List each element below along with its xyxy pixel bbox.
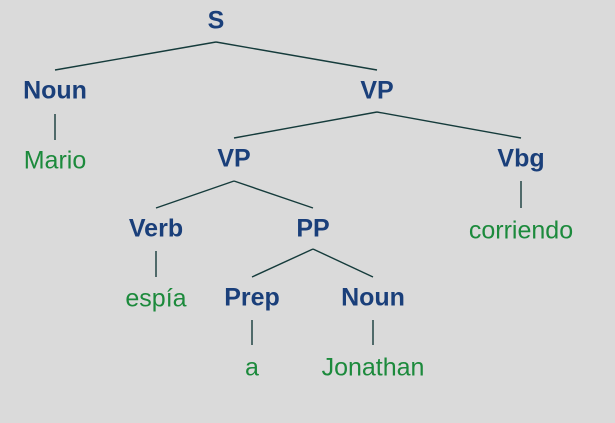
node-espia: espía <box>125 285 186 313</box>
edge-vp1-vp2 <box>233 111 378 139</box>
node-noun2: Noun <box>341 284 405 312</box>
node-s: S <box>208 7 225 35</box>
edge-s-noun1 <box>54 41 217 71</box>
edge-layer <box>54 41 522 345</box>
node-pp: PP <box>296 215 329 243</box>
edge-pp-prep <box>251 248 314 278</box>
node-vp2: VP <box>217 145 250 173</box>
edge-vp1-vbg <box>376 111 522 139</box>
node-vbg: Vbg <box>497 145 544 173</box>
node-prep: Prep <box>224 284 280 312</box>
node-jonathan: Jonathan <box>322 354 425 382</box>
node-a: a <box>245 354 259 382</box>
node-mario: Mario <box>24 147 87 175</box>
node-vp1: VP <box>360 77 393 105</box>
edge-s-vp1 <box>215 41 378 71</box>
edge-vp2-pp <box>233 180 314 209</box>
edge-pp-noun2 <box>312 248 374 278</box>
node-corriendo: corriendo <box>469 217 573 245</box>
edge-vp2-verb <box>155 180 235 209</box>
node-noun1: Noun <box>23 77 87 105</box>
node-verb: Verb <box>129 215 183 243</box>
